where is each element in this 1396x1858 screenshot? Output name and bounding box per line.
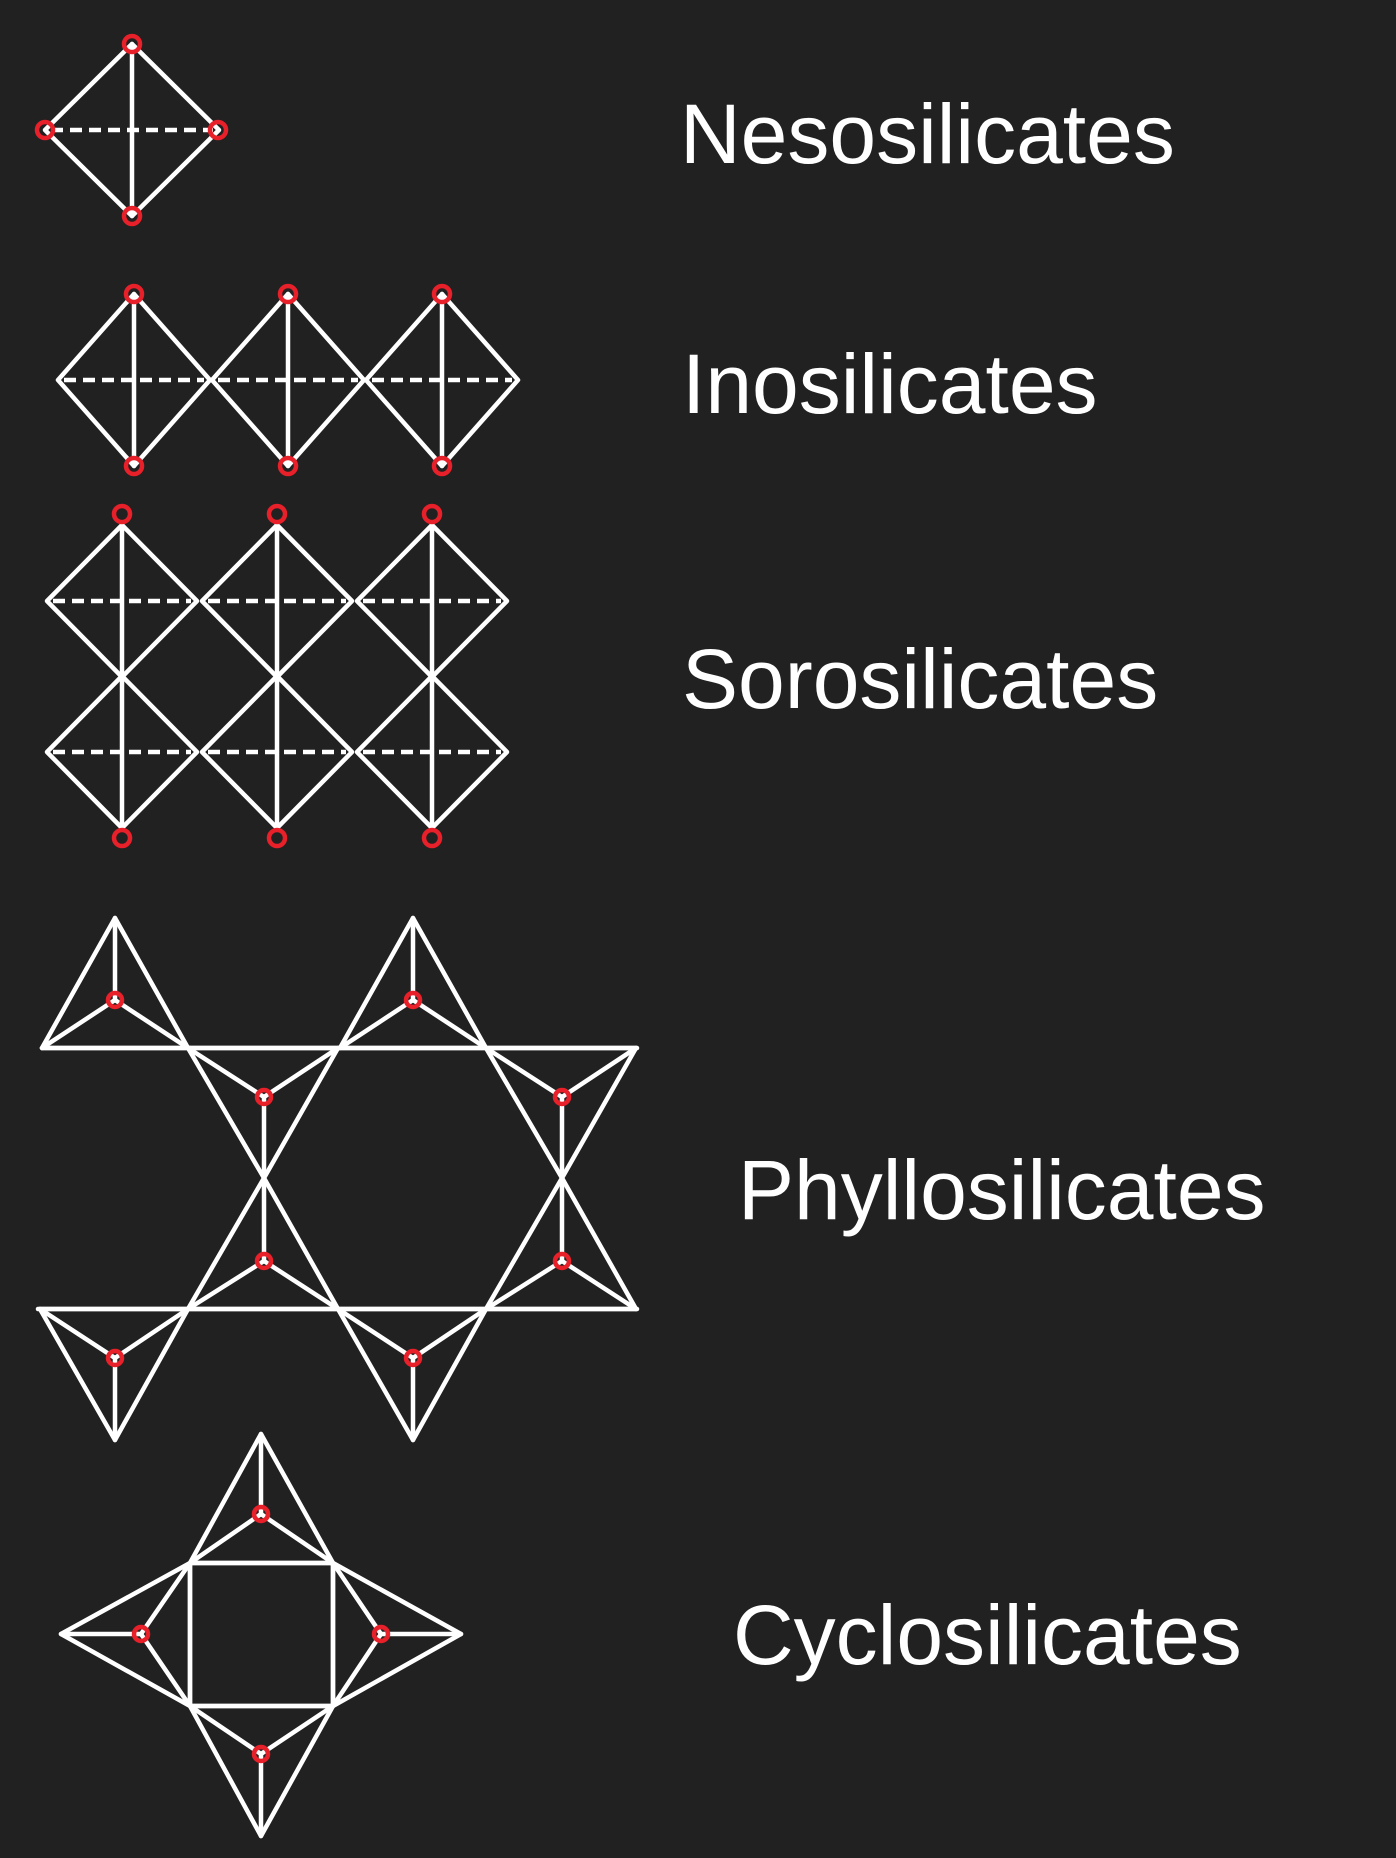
oxygen-atom (105, 1348, 125, 1368)
cyclosilicate-tetrahedron-spoke (187, 1511, 264, 1566)
phyllosilicate-tetrahedron-spoke (337, 997, 416, 1051)
oxygen-atom (266, 827, 288, 849)
phyllosilicate-tetrahedron (37, 1306, 191, 1443)
inosilicates-label: Inosilicates (682, 337, 1098, 431)
cyclosilicates-label: Cyclosilicates (733, 1588, 1242, 1682)
phyllosilicate-tetrahedron-spoke (410, 997, 489, 1051)
phyllosilicate-tetrahedron-spoke (185, 1258, 267, 1312)
phyllosilicate-tetrahedron-spoke (410, 1306, 489, 1361)
oxygen-atom (121, 33, 143, 55)
oxygen-atom (403, 990, 423, 1010)
oxygen-atom (123, 283, 145, 305)
cyclosilicate-tetrahedron-spoke (330, 1631, 384, 1709)
phyllosilicate-tetrahedron-spoke (483, 1045, 565, 1100)
oxygen-atom (251, 1744, 271, 1764)
phyllosilicate-tetrahedron-spoke (261, 1045, 341, 1100)
cyclosilicate-tetrahedron-spoke (187, 1703, 264, 1757)
oxygen-atom (431, 455, 453, 477)
oxygen-atom (277, 283, 299, 305)
phyllosilicate-tetrahedron (185, 1045, 341, 1181)
cyclosilicate-tetrahedron (58, 1560, 193, 1709)
nesosilicates-label: Nesosilicates (680, 87, 1175, 181)
cyclosilicate-tetrahedron-spoke (258, 1511, 336, 1566)
phyllosilicate-tetrahedron-spoke (483, 1258, 565, 1312)
oxygen-atom (123, 455, 145, 477)
oxygen-atom (121, 205, 143, 227)
oxygen-atom (403, 1348, 423, 1368)
oxygen-atom (251, 1504, 271, 1524)
sorosilicates-label: Sorosilicates (682, 632, 1159, 726)
oxygen-atom (421, 503, 443, 525)
phyllosilicate-tetrahedron (337, 915, 489, 1051)
cyclosilicate-tetrahedron-spoke (330, 1560, 384, 1637)
oxygen-atom (254, 1087, 274, 1107)
cyclosilicate-tetrahedron (330, 1560, 464, 1709)
cyclosilicate-ring (187, 1560, 336, 1709)
oxygen-atom (552, 1087, 572, 1107)
oxygen-atom (207, 119, 229, 141)
phyllosilicate-tetrahedron (185, 1175, 341, 1312)
cyclosilicate-tetrahedron (187, 1431, 336, 1566)
cyclosilicate-tetrahedron-spoke (258, 1703, 336, 1757)
oxygen-atom (421, 827, 443, 849)
phyllosilicate-tetrahedron-spoke (261, 1258, 341, 1312)
phyllosilicate-tetrahedron-spoke (112, 997, 191, 1051)
phyllosilicate-tetrahedron (483, 1175, 639, 1312)
phyllosilicate-tetrahedron (335, 1306, 489, 1443)
oxygen-atom (266, 503, 288, 525)
oxygen-atom (552, 1251, 572, 1271)
oxygen-atom (431, 283, 453, 305)
cyclosilicate-tetrahedron-spoke (138, 1631, 193, 1709)
cyclosilicate-tetrahedron-spoke (138, 1560, 193, 1637)
oxygen-atom (111, 827, 133, 849)
phyllosilicate-tetrahedron-spoke (559, 1258, 639, 1312)
oxygen-atom (111, 503, 133, 525)
cyclosilicate-tetrahedron (187, 1703, 336, 1839)
oxygen-atom (277, 455, 299, 477)
phyllosilicate-tetrahedron-spoke (185, 1045, 267, 1100)
phyllosilicate-tetrahedron-spoke (559, 1045, 639, 1100)
phyllosilicates-label: Phyllosilicates (738, 1143, 1266, 1237)
phyllosilicate-tetrahedron-spoke (39, 997, 118, 1051)
oxygen-atom (371, 1624, 391, 1644)
oxygen-atom (254, 1251, 274, 1271)
oxygen-atom (34, 119, 56, 141)
phyllosilicate-tetrahedron (483, 1045, 639, 1181)
oxygen-atom (105, 990, 125, 1010)
phyllosilicate-tetrahedron-spoke (37, 1306, 118, 1361)
oxygen-atom (131, 1624, 151, 1644)
phyllosilicate-tetrahedron-spoke (112, 1306, 191, 1361)
phyllosilicate-tetrahedron-spoke (335, 1306, 416, 1361)
phyllosilicate-tetrahedron (39, 915, 191, 1051)
